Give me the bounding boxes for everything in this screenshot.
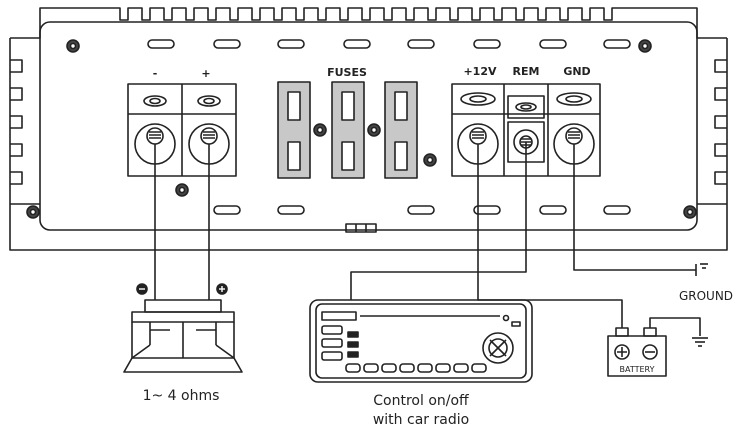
- wires: [154, 142, 701, 336]
- remote-terminal-label: REM: [513, 65, 540, 78]
- radio-caption-line1: Control on/off: [373, 393, 469, 409]
- radio-caption-line2: with car radio: [373, 412, 469, 428]
- ground-label: GROUND: [679, 289, 733, 303]
- battery-label: BATTERY: [620, 365, 655, 374]
- ground-terminal-label: GND: [563, 65, 590, 78]
- fuses-label: FUSES: [327, 66, 367, 79]
- fuse-holders: [277, 81, 418, 179]
- plus-terminal-label: +: [201, 67, 210, 80]
- speaker-icon: [123, 299, 243, 373]
- speaker-negative-marker-icon: [136, 283, 148, 295]
- car-radio-icon: [309, 299, 533, 383]
- ground-symbol-icon: [695, 263, 708, 276]
- speaker-caption: 1~ 4 ohms: [143, 388, 220, 404]
- speaker-positive-marker-icon: [216, 283, 228, 295]
- speaker-terminal-block: [127, 83, 237, 177]
- power-terminal-label: +12V: [463, 65, 497, 78]
- screw-icons: [26, 39, 697, 219]
- battery-ground-icon: [692, 337, 708, 347]
- minus-terminal-label: -: [153, 67, 158, 80]
- battery-icon: [607, 327, 667, 377]
- amplifier-chassis: [9, 7, 728, 251]
